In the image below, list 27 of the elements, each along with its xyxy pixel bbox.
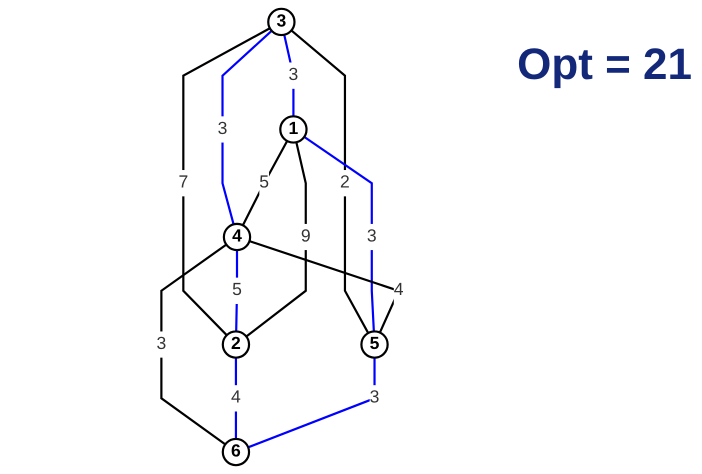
edge-label: 9 [300, 227, 311, 246]
connector [242, 140, 288, 226]
connector [182, 27, 270, 336]
node-circle: 3 [267, 8, 296, 36]
edge-label: 5 [259, 173, 270, 192]
note-text: Opt = 21 [517, 40, 692, 90]
edge-label: 5 [232, 280, 242, 300]
edge-label: 3 [288, 66, 298, 84]
edge-label: 3 [218, 120, 228, 138]
edge-label: 2 [340, 173, 350, 192]
edge-label: 7 [178, 173, 188, 192]
connector [221, 30, 272, 225]
node-circle: 4 [222, 222, 252, 252]
edge-label: 3 [156, 334, 166, 354]
node-circle: 1 [279, 115, 308, 144]
connector [290, 30, 370, 334]
edge-label: 3 [366, 227, 377, 246]
node-circle: 5 [360, 330, 389, 359]
connector [246, 142, 307, 338]
node-circle: 2 [222, 330, 250, 359]
edge-label: 4 [394, 280, 404, 300]
edge-label: 4 [231, 388, 241, 408]
connector [304, 136, 375, 332]
node-circle: 6 [222, 438, 250, 466]
edge-label: 3 [370, 388, 380, 408]
connector [248, 358, 376, 448]
connector [160, 244, 227, 446]
